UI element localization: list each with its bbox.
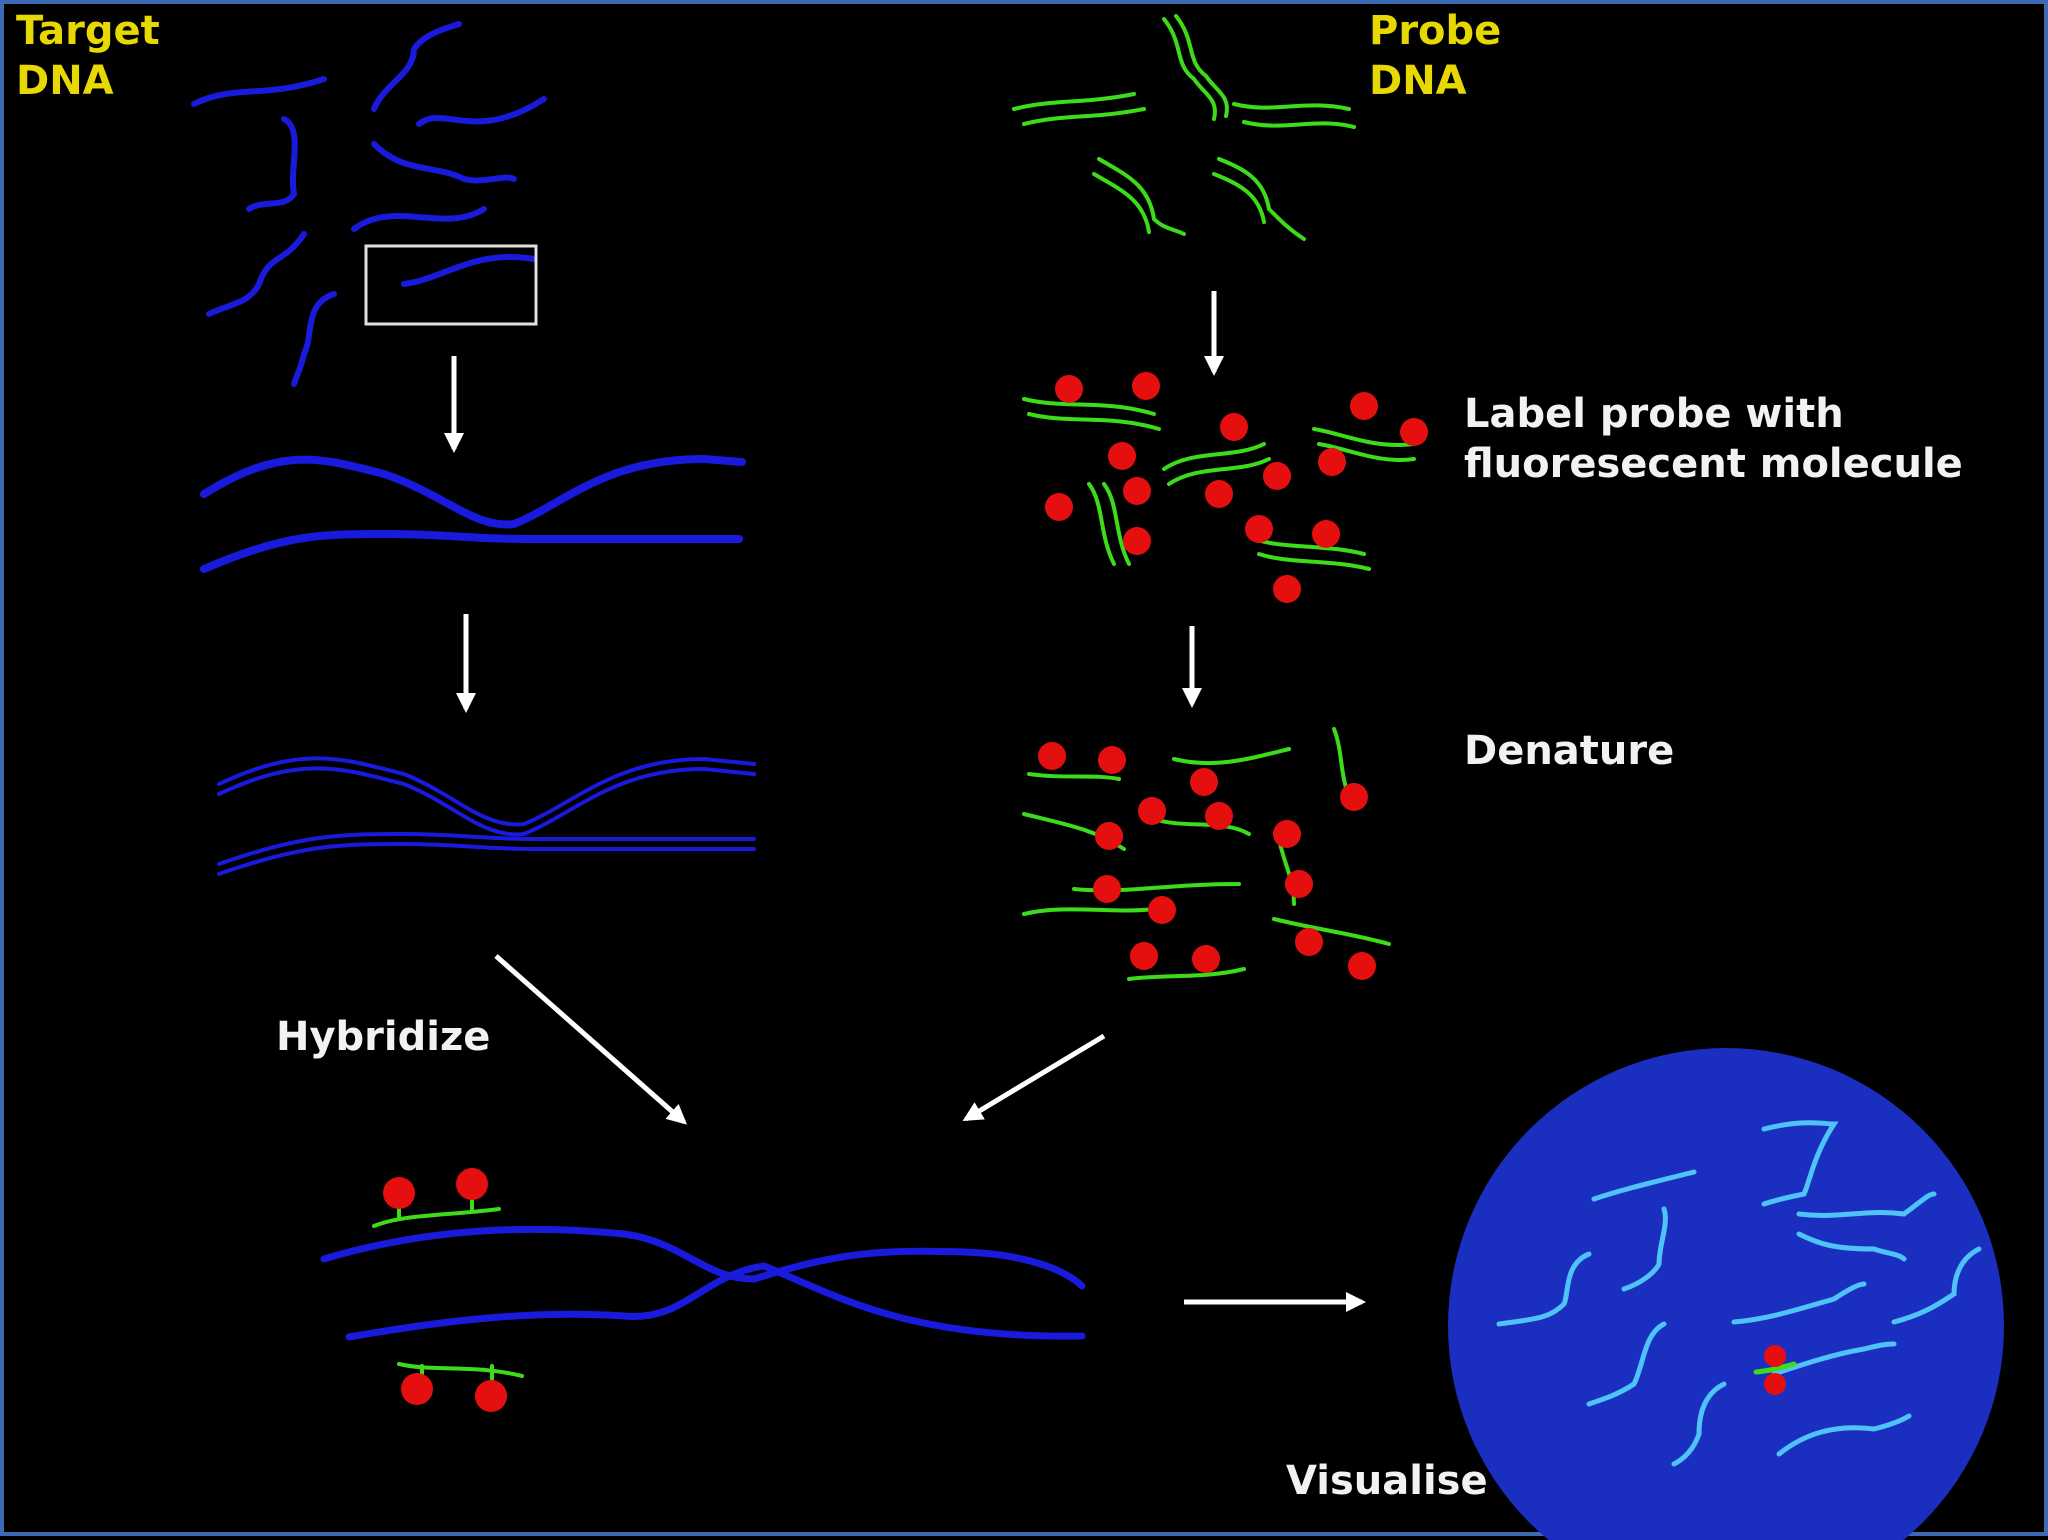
- target-denatured-strands: [217, 756, 756, 876]
- denature-step-label: Denature: [1464, 728, 1675, 774]
- process-arrows: [444, 291, 1366, 1312]
- selection-box: [364, 244, 538, 326]
- probe-dna-label: Probe DNA: [1369, 8, 1502, 104]
- label-probe-step-label: Label probe with fluoresecent molecule: [1464, 391, 1963, 487]
- arrow-hybridize-probe: [962, 1033, 1106, 1122]
- target-dna-strands: [191, 21, 547, 387]
- target-dna-label: Target DNA: [16, 8, 160, 104]
- fish-diagram-graphics: [191, 14, 2004, 1540]
- arrow-hybridize-target: [494, 954, 687, 1125]
- denatured-probes: [1022, 727, 1391, 981]
- labeled-probes: [1022, 372, 1428, 603]
- nucleus: [1448, 1048, 2004, 1540]
- hybridized-strands: [320, 1168, 1086, 1412]
- visualise-step-label: Visualise: [1286, 1458, 1488, 1504]
- hybridize-step-label: Hybridize: [276, 1014, 491, 1060]
- target-double-strand: [200, 454, 746, 573]
- probe-dna-strands: [1012, 14, 1356, 241]
